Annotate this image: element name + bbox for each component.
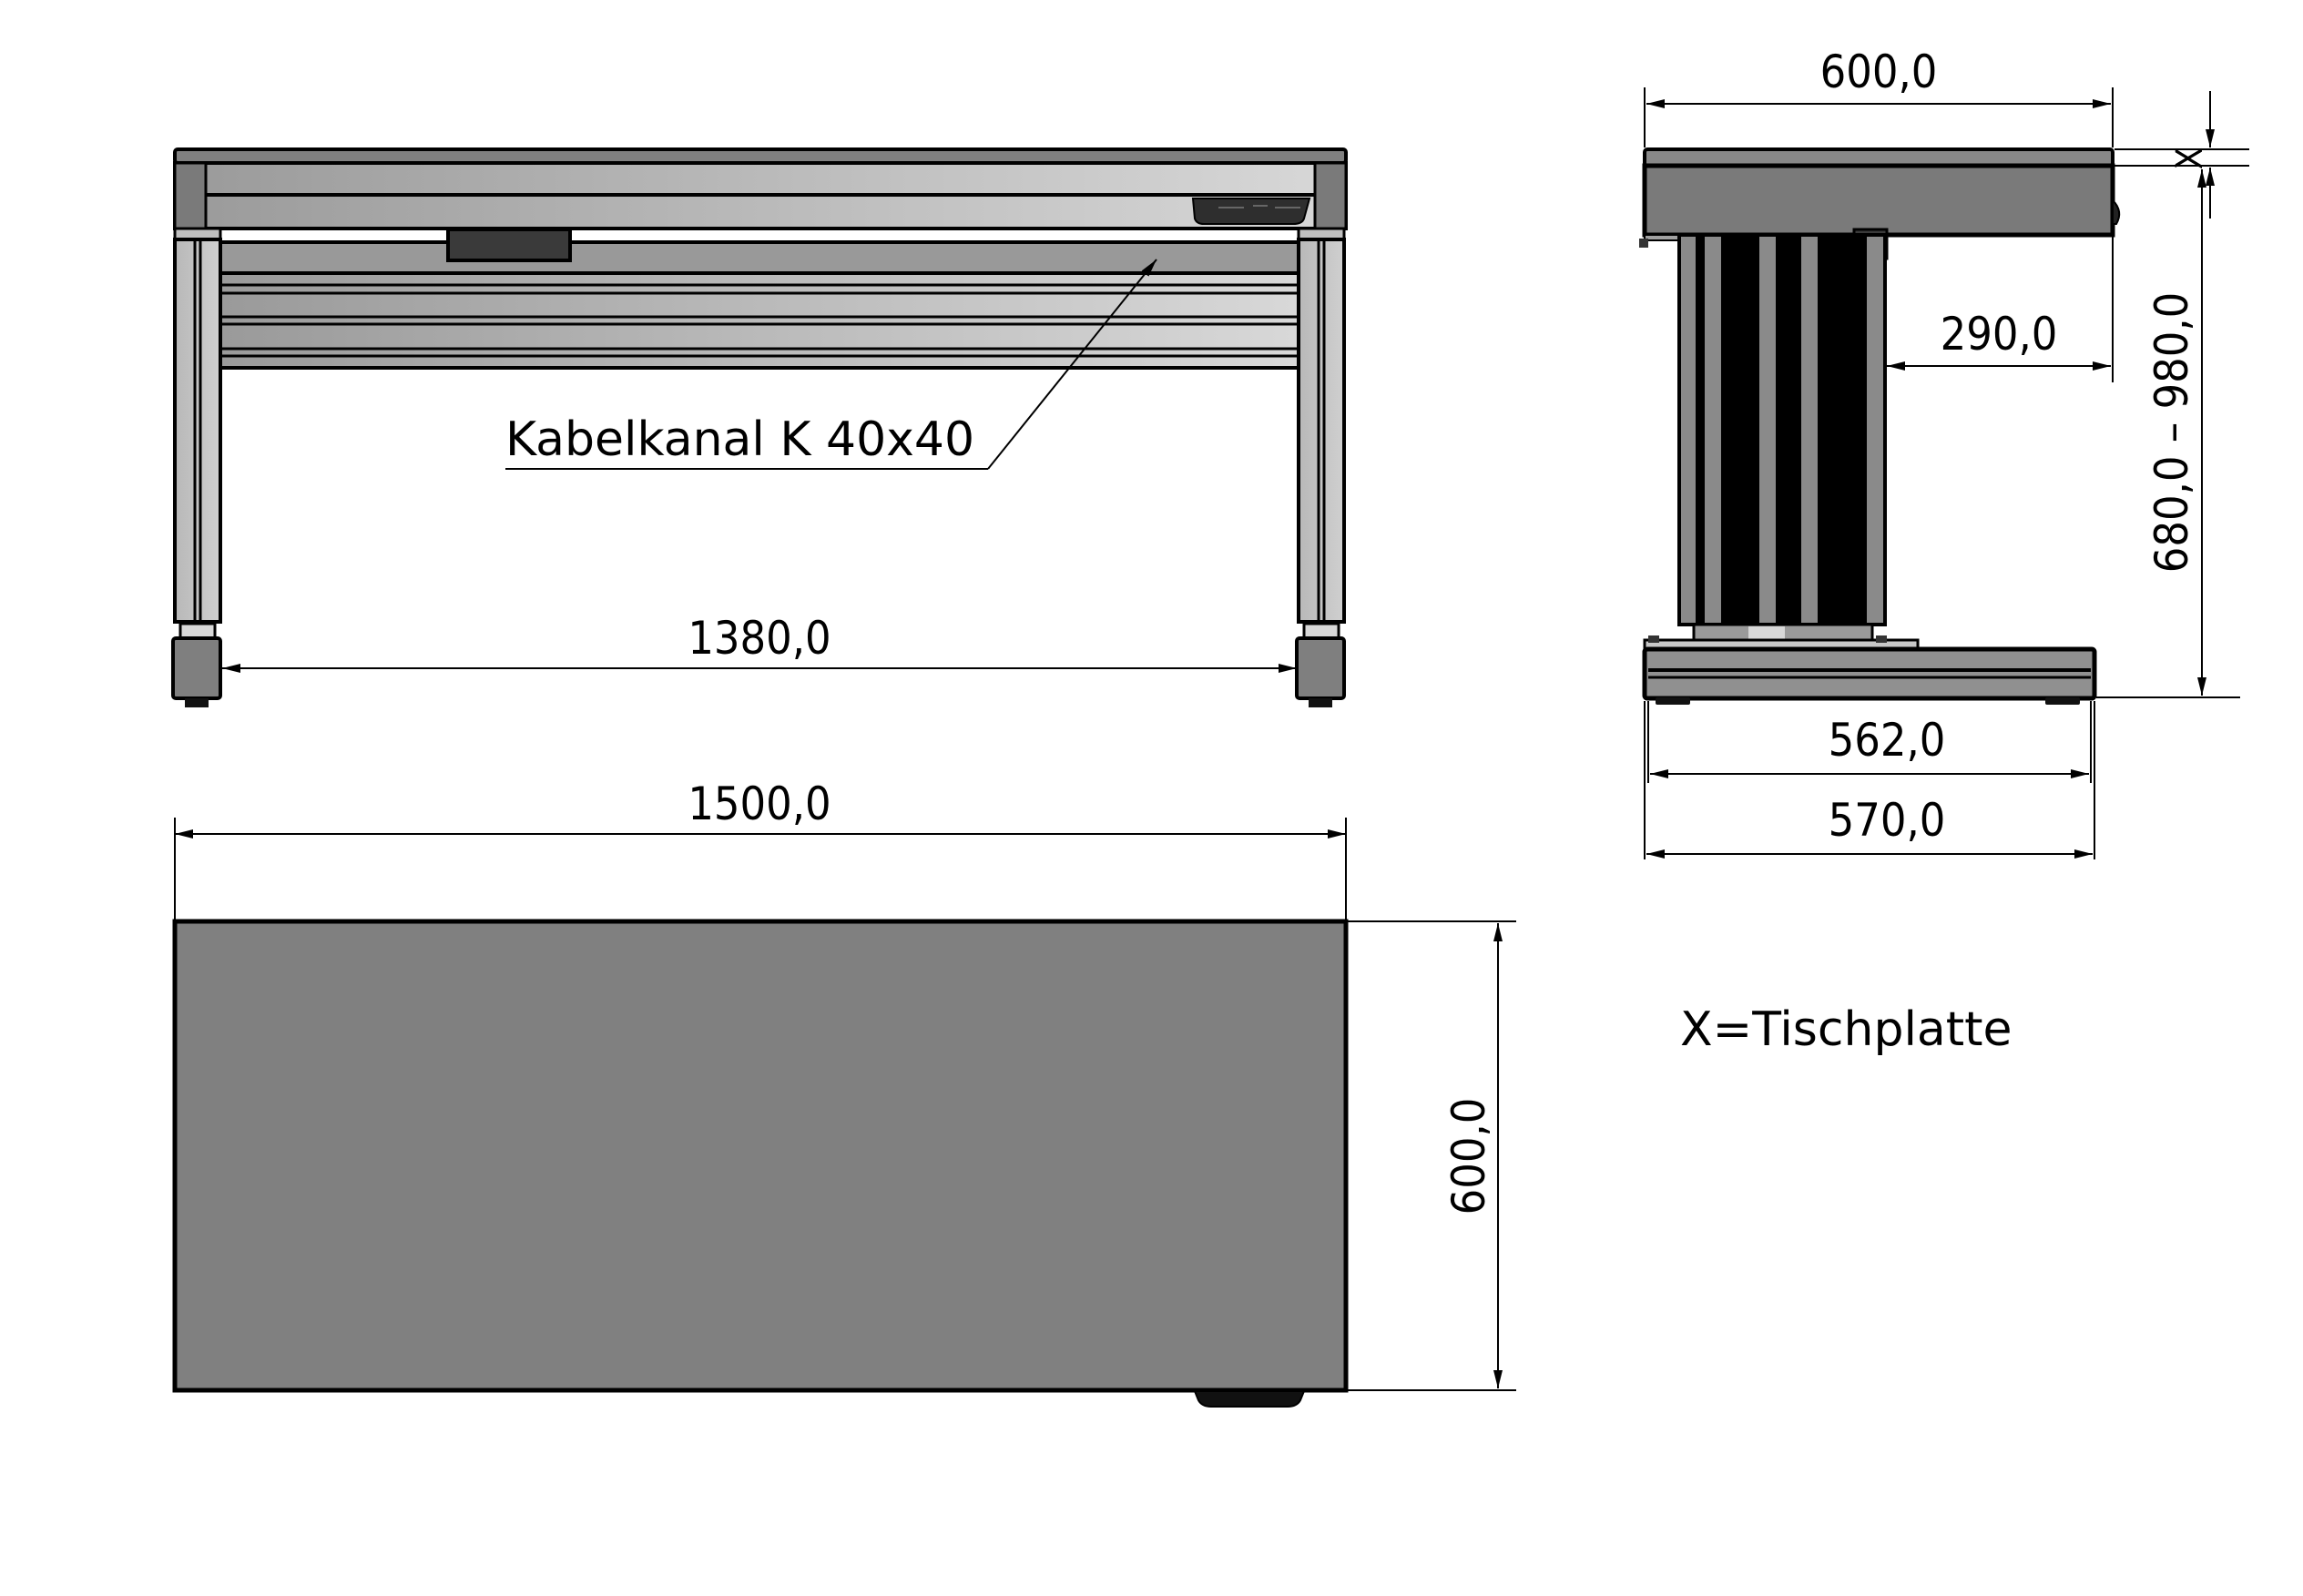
callout-kabelkanal: Kabelkanal K 40x40 [505,412,974,467]
side-frame [1642,163,2115,238]
dim-label-x: X [2169,147,2211,170]
dim-label-600-top: 600,0 [1442,1098,1495,1215]
side-column [1677,233,1887,650]
dim-label-1380: 1380,0 [688,612,831,665]
front-tabletop-edge [173,147,1348,165]
callout-leader [987,259,1157,470]
legend-note: X=Tischplatte [1680,1002,2013,1057]
dim-label-1500: 1500,0 [688,778,831,830]
front-leg-left [171,227,222,707]
control-box [446,228,572,262]
dim-label-562: 562,0 [1829,714,1946,767]
front-corner-left [173,161,208,230]
dim-label-600-side: 600,0 [1820,46,1938,98]
dim-label-height: 680,0 – 980,0 [2145,292,2198,574]
side-view: 600,0 [1639,46,2249,859]
dim-label-570: 570,0 [1829,794,1946,847]
dim-label-290: 290,0 [1941,308,2058,361]
front-corner-right [1313,161,1348,230]
hand-control-switch [1191,198,1311,225]
top-tabletop [172,919,1349,1393]
top-hand-control-switch [1193,1390,1306,1408]
front-view: Kabelkanal K 40x40 1380,0 [171,147,1348,707]
side-tabletop [1643,147,2114,168]
top-view: 1500,0 600,0 [172,778,1516,1408]
side-foot [1642,635,2097,705]
front-leg-right [1295,227,1346,707]
